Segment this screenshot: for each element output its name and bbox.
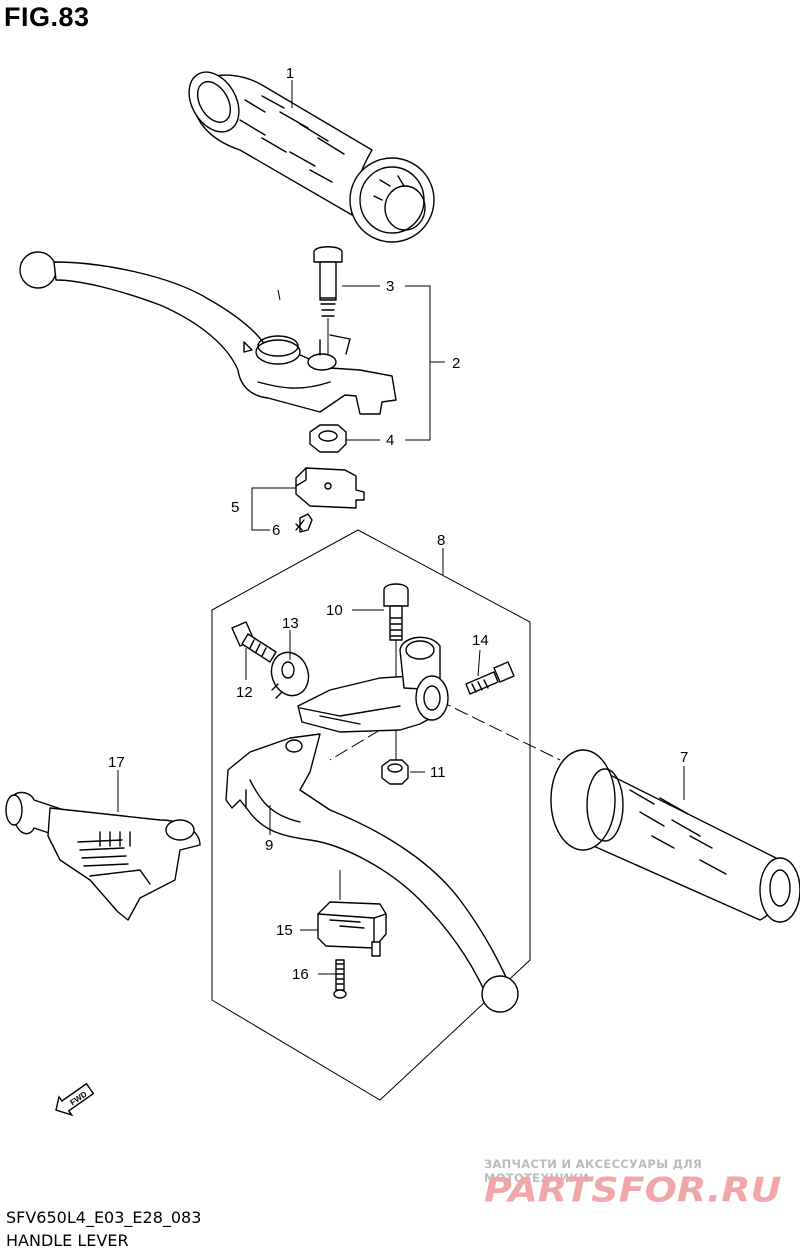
lock-washer-part[interactable] <box>266 647 315 701</box>
section-name: HANDLE LEVER <box>6 1231 129 1250</box>
clutch-holder-part[interactable] <box>297 636 449 733</box>
assembly-frame <box>211 529 531 1101</box>
callout-2: 2 <box>452 355 460 372</box>
clutch-switch-part[interactable] <box>317 870 387 957</box>
watermark-brand: PARTSFOR.RU <box>484 1170 782 1210</box>
callout-16: 16 <box>292 966 309 983</box>
callout-1: 1 <box>286 65 294 82</box>
callout-4: 4 <box>386 432 394 449</box>
brake-lever-part[interactable] <box>19 251 397 415</box>
grip-right-part[interactable] <box>550 749 800 923</box>
clutch-lever-part[interactable] <box>225 733 519 1013</box>
clutch-pivot-bolt-part[interactable] <box>383 583 409 680</box>
figure-title: FIG.83 <box>4 2 90 32</box>
switch-screw-part[interactable] <box>333 959 347 999</box>
fwd-direction-badge: FWD <box>55 1082 95 1117</box>
screw-part[interactable] <box>295 513 313 533</box>
callout-7: 7 <box>680 749 688 766</box>
clamp-bolt-part[interactable] <box>465 661 515 695</box>
callout-8: 8 <box>437 532 445 549</box>
adjuster-bolt-part[interactable] <box>231 621 277 663</box>
callout-5: 5 <box>231 499 239 516</box>
callout-9: 9 <box>265 837 273 854</box>
callout-13: 13 <box>282 615 299 632</box>
callout-12: 12 <box>236 684 253 701</box>
callout-3: 3 <box>386 278 394 295</box>
watermark-subtitle: ЗАПЧАСТИ И АКСЕССУАРЫ ДЛЯ МОТОТЕХНИКИ <box>484 1157 703 1185</box>
brake-switch-part[interactable] <box>295 467 365 509</box>
pivot-bolt-part[interactable] <box>313 246 343 355</box>
throttle-guide-part[interactable] <box>5 791 201 921</box>
callout-11: 11 <box>430 764 446 781</box>
model-code: SFV650L4_E03_E28_083 <box>6 1208 202 1227</box>
callout-6: 6 <box>272 522 280 539</box>
nut-part[interactable] <box>309 424 347 453</box>
callout-14: 14 <box>472 632 489 649</box>
callout-17: 17 <box>108 754 125 771</box>
callout-10: 10 <box>326 602 343 619</box>
clutch-nut-part[interactable] <box>381 730 409 785</box>
callout-15: 15 <box>276 922 293 939</box>
grip-top-part[interactable] <box>179 63 435 243</box>
